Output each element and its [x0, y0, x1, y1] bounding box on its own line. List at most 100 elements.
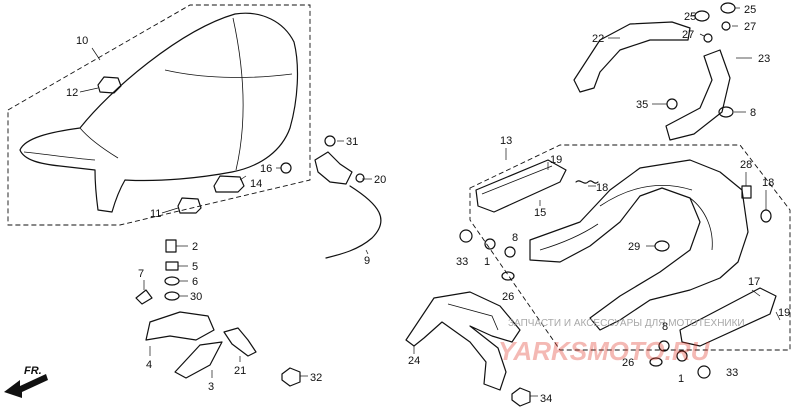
callout-24: 24: [408, 355, 420, 367]
callout-15: 15: [534, 207, 546, 219]
rear-cowl-group-boundary: [469, 144, 791, 351]
callout-22: 22: [592, 33, 604, 45]
grommet-28: [741, 185, 752, 199]
callout-1-left: 1: [484, 256, 490, 268]
callout-19-upper: 19: [550, 154, 562, 166]
callout-18-right: 18: [762, 177, 774, 189]
callout-33-right: 33: [726, 367, 738, 379]
rear-bracket-assembly: [405, 291, 538, 407]
bolt-33-left: [459, 229, 473, 243]
collar-1-left: [484, 238, 496, 250]
callout-17: 17: [748, 276, 760, 288]
rubber-8-rail: [718, 106, 734, 118]
watermark: ЗАПЧАСТИ И АКСЕССУАРЫ ДЛЯ МОТОТЕХНИКИ YA…: [498, 318, 745, 366]
cap-18: [760, 209, 772, 223]
callout-27-b: 27: [744, 21, 756, 33]
watermark-line1: ЗАПЧАСТИ И АКСЕССУАРЫ ДЛЯ МОТОТЕХНИКИ: [508, 318, 745, 329]
callout-18-upper: 18: [596, 182, 608, 194]
callout-numbers: 10 12 11 16 14 31 20 9 2 7 5 6 30 4 3 21…: [66, 4, 790, 405]
cap-25-b: [720, 2, 736, 14]
rubber-16: [280, 162, 292, 174]
rear-cowl: [529, 159, 749, 331]
callout-19-lower: 19: [778, 307, 790, 319]
bolt-31: [324, 135, 336, 147]
front-direction-arrow: FR.: [4, 365, 48, 398]
callout-25-b: 25: [744, 4, 756, 16]
callout-30: 30: [190, 291, 202, 303]
callout-23: 23: [758, 53, 770, 65]
callout-2: 2: [192, 241, 198, 253]
washer-6: [164, 276, 180, 286]
callout-35: 35: [636, 99, 648, 111]
callout-33-left: 33: [456, 256, 468, 268]
callout-4: 4: [146, 359, 152, 371]
grab-rail-assembly: [573, 2, 752, 141]
callout-6: 6: [192, 276, 198, 288]
bolt-35: [666, 98, 678, 110]
side-cover-17: [679, 287, 777, 347]
callout-20: 20: [374, 174, 386, 186]
seat-bumper: [97, 76, 122, 94]
callout-5: 5: [192, 261, 198, 273]
washer-26-left: [501, 271, 515, 281]
callout-3: 3: [208, 381, 214, 393]
callout-27-a: 27: [682, 29, 694, 41]
seat-lock-cable: [314, 135, 382, 259]
callout-7: 7: [138, 268, 144, 280]
bolt-27-b: [721, 21, 731, 31]
callout-32: 32: [310, 372, 322, 384]
callout-8-rail: 8: [750, 107, 756, 119]
callout-28: 28: [740, 159, 752, 171]
rear-cowl-assembly: [459, 144, 791, 379]
bolt-34: [511, 387, 531, 407]
callout-9: 9: [364, 255, 370, 267]
grab-rail-23: [665, 49, 731, 141]
callout-16: 16: [260, 163, 272, 175]
callout-34: 34: [540, 393, 552, 405]
direction-label: FR.: [24, 365, 42, 377]
lens-15: [475, 159, 567, 213]
bolt-33-right: [697, 365, 711, 379]
watermark-line2: YARKSMOTO.RU: [498, 336, 711, 366]
bracket-24: [405, 291, 521, 391]
key-cylinder-3: [174, 341, 223, 379]
rubber-8-left: [504, 246, 516, 258]
callout-8-right: 8: [662, 321, 668, 333]
grab-rail-22: [573, 21, 691, 93]
collar-1-right: [676, 350, 688, 362]
seat-rubber-11: [177, 197, 202, 214]
clip-7: [135, 289, 153, 305]
bolt-27-a: [703, 33, 713, 43]
seat-assembly: [7, 4, 311, 226]
spring-18: [575, 180, 599, 184]
collar-30: [164, 291, 180, 301]
spring-5: [165, 261, 179, 271]
seat-lock-bracket: [314, 151, 353, 185]
callout-13: 13: [500, 135, 512, 147]
callout-21: 21: [234, 365, 246, 377]
seat-lock-hardware: [135, 239, 308, 387]
seat-lock-4: [145, 311, 215, 341]
rubber-8-right: [658, 340, 670, 352]
seat-hook-14: [213, 175, 245, 193]
callout-29: 29: [628, 241, 640, 253]
screw-2: [165, 239, 177, 253]
callout-26-left: 26: [502, 291, 514, 303]
callout-1-right: 1: [678, 373, 684, 385]
seat: [19, 12, 299, 213]
bolt-32: [281, 367, 301, 387]
callout-26-right: 26: [622, 357, 634, 369]
seat-group-boundary: [7, 4, 311, 226]
washer-26-right: [649, 357, 663, 367]
seat-lock-cable-wire: [325, 185, 382, 259]
callout-12: 12: [66, 87, 78, 99]
callout-25-a: 25: [684, 11, 696, 23]
callout-31: 31: [346, 136, 358, 148]
callout-8-left: 8: [512, 232, 518, 244]
key-21: [223, 327, 257, 357]
cap-25-a: [694, 10, 710, 22]
callout-10: 10: [76, 35, 88, 47]
callout-14: 14: [250, 178, 262, 190]
callout-11: 11: [150, 208, 161, 220]
